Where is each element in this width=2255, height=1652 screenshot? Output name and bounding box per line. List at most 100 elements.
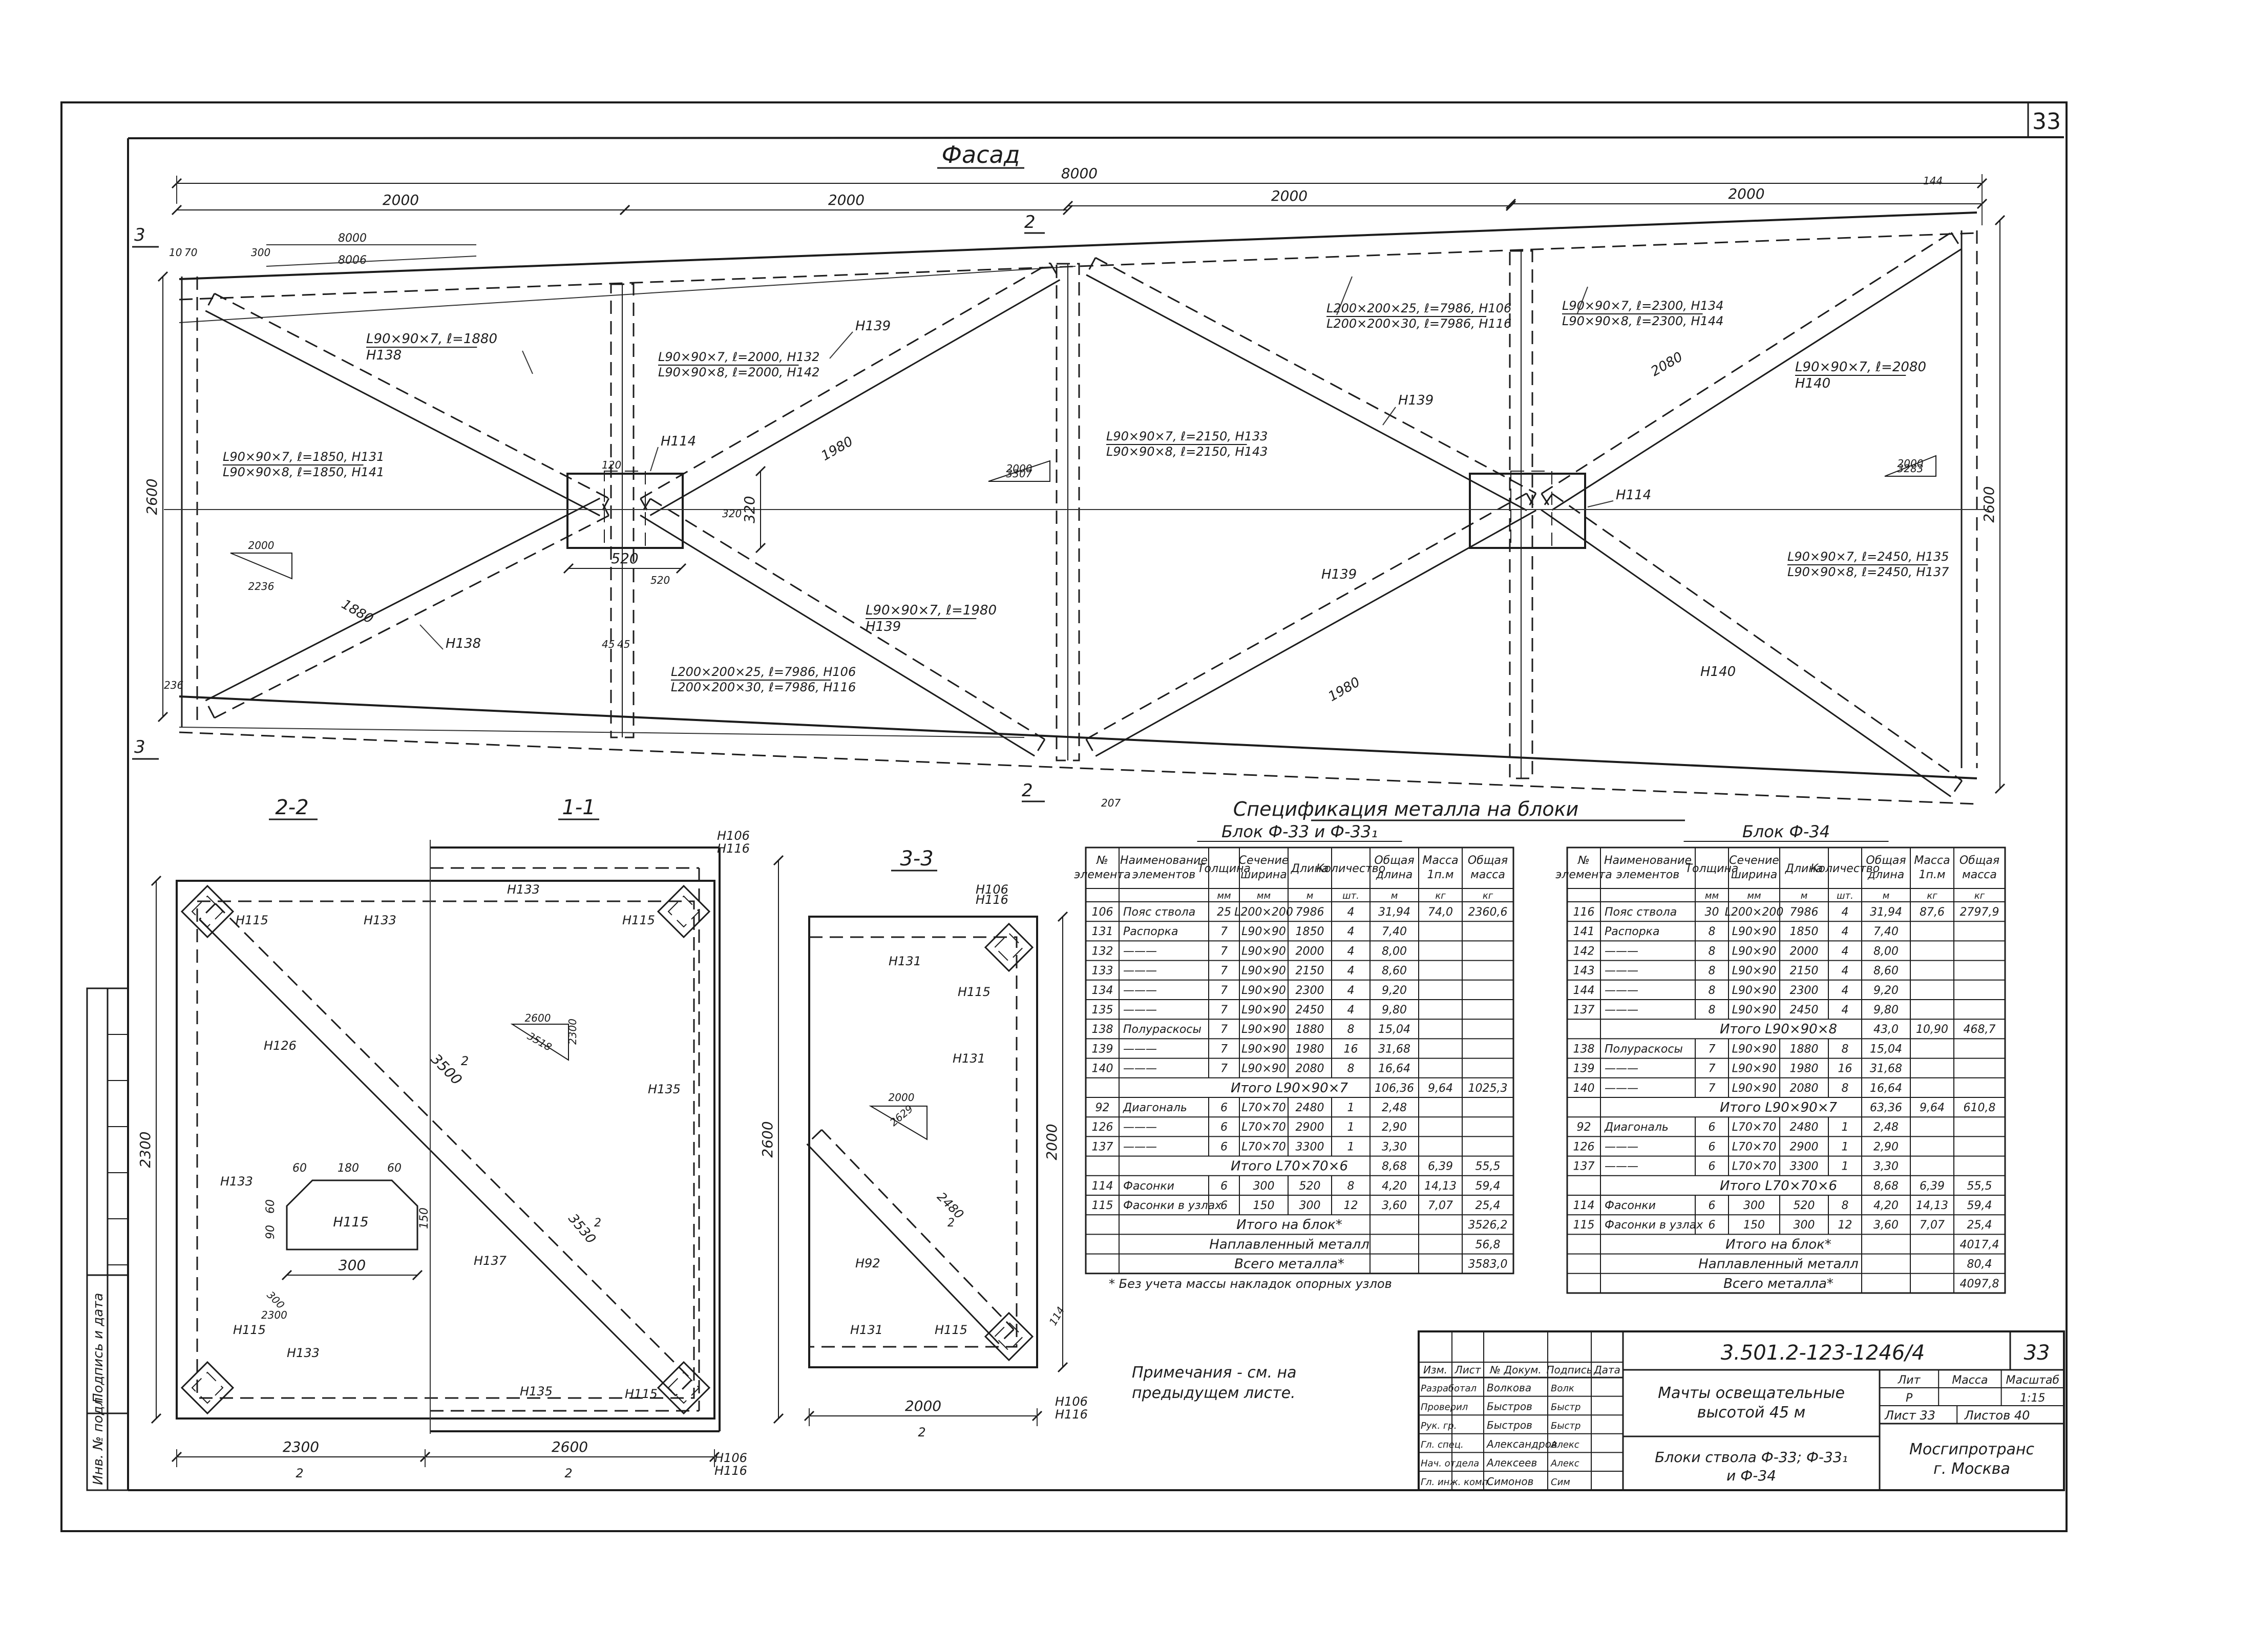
spec-table-1-row-16-col-8: 7,07 — [1428, 1199, 1453, 1212]
spec-table-1-row-16-col-9: 25,4 — [1476, 1199, 1501, 1212]
spec-table-2-row-2-col-4: L90×90 — [1732, 925, 1777, 938]
diagonal-1-hidden-edge — [214, 292, 609, 499]
spec-table-2-row-4-col-7: 8,60 — [1873, 965, 1899, 978]
diagonal-6-end — [1526, 493, 1537, 511]
diagonal-3-edge — [649, 279, 1061, 516]
spec-table-2-row-17-col-6: 12 — [1838, 1219, 1852, 1232]
spec-table-2-row-4-col-4: L90×90 — [1732, 965, 1777, 978]
spec-table-2-row-16-col-5: 520 — [1794, 1199, 1815, 1212]
mark-3-3-3: Н131 — [889, 954, 921, 968]
spec-table-1-row-14-col-7: 8,68 — [1382, 1160, 1407, 1173]
spec-table-2-row-9-col-6: 16 — [1838, 1063, 1852, 1075]
node-width-dim-value: 520 — [611, 550, 638, 567]
spec-table-2-row-9-col-2: ——— — [1605, 1063, 1638, 1075]
spec-table-2-row-5-col-3: 8 — [1709, 984, 1716, 997]
top-chord-inner-line — [179, 266, 1076, 323]
member-mark-7: Н140 — [1700, 664, 1736, 680]
spec-table-2-row-10-col-1: 140 — [1573, 1082, 1595, 1095]
spec-table-2-row-1-col-6: 4 — [1842, 906, 1849, 919]
spec-table-1-header-8: Масса — [1422, 854, 1458, 867]
callout-134-line2: L90×90×8, ℓ=2300, Н144 — [1562, 314, 1723, 328]
spec-table-1-row-12-col-7: 2,90 — [1382, 1121, 1407, 1134]
diagonal-1-end — [204, 293, 216, 311]
section-3-3-diagonal-edge — [806, 1143, 1000, 1344]
spec-table-1-header-8-b: 1п.м — [1427, 869, 1454, 881]
leader — [829, 331, 853, 359]
spec-table-1-row-7-col-6: 8 — [1347, 1023, 1355, 1036]
dim-tick — [755, 542, 766, 554]
callout-140-line2: Н140 — [1795, 376, 1830, 391]
spec-table-2-row-16-col-9: 59,4 — [1967, 1199, 1992, 1212]
spec-table-1-row-15-col-5: 520 — [1299, 1180, 1321, 1193]
callout-139-line1: L90×90×7, ℓ=1980 — [866, 603, 997, 618]
spec-table-1-row-1-col-5: 7986 — [1296, 906, 1324, 919]
diagonal-3-end — [1049, 262, 1061, 281]
spec-table-2-header-8-b: 1п.м — [1919, 869, 1946, 881]
spec-table-1-unit-7: м — [1391, 891, 1398, 901]
spec-table-1-header-2-b: элементов — [1132, 869, 1195, 881]
spec-table-2-row-15-col-9: 55,5 — [1967, 1180, 1992, 1193]
node-plate-left — [566, 473, 684, 549]
spec-table-2-row-17-col-3: 6 — [1709, 1219, 1716, 1232]
signer-name-6: Симонов — [1487, 1475, 1533, 1488]
signer-role-5: Нач. отдела — [1421, 1458, 1479, 1469]
spec-table-1-row-5-col-3: 7 — [1220, 984, 1228, 997]
spec-table-2-row-14-col-3: 6 — [1709, 1160, 1716, 1173]
spec-table-1-row-8-col-1: 139 — [1092, 1043, 1113, 1055]
section-1-1-height-value: 2600 — [759, 1121, 776, 1157]
spec-table-1-unit-8: кг — [1435, 891, 1446, 901]
spec-table-2-row-1-col-7: 31,94 — [1870, 906, 1902, 919]
dim-tick — [1505, 198, 1516, 209]
spec-table-1-row-2-col-6: 4 — [1347, 925, 1355, 938]
slope-2-2-b: 3518 — [525, 1030, 554, 1053]
spec-table-2-row-9-col-1: 139 — [1573, 1063, 1595, 1075]
title-sheet-label: Лист 33 — [1884, 1408, 1935, 1423]
section-3-3-diagonal-end — [806, 1129, 823, 1145]
diag-2-2-halving: 2 — [461, 1054, 469, 1068]
facade-segment-dim-3-value: 2000 — [1271, 187, 1308, 204]
dim-tick — [157, 711, 168, 723]
spec-table-2-row-7-col-7: 43,0 — [1873, 1023, 1899, 1036]
diag-2-2-length: 3500 — [428, 1050, 466, 1088]
spec-table-2-unit-4: мм — [1747, 891, 1761, 901]
spec-table-2-row-17-col-2: Фасонки в узлах — [1605, 1219, 1703, 1232]
spec-table-2-header-1: № — [1577, 854, 1590, 867]
dim-tick — [171, 204, 182, 216]
spec-table-1-row-8-col-6: 16 — [1344, 1043, 1358, 1055]
spec-table-1-row-8-col-2: ——— — [1123, 1043, 1157, 1055]
spec-table-2-row-12-col-7: 2,48 — [1873, 1121, 1899, 1134]
spec-table-1-row-3-col-5: 2000 — [1296, 945, 1324, 958]
spec-table-1-header-3: Толщина — [1197, 862, 1251, 875]
top-offset-1: 8000 — [338, 232, 367, 245]
spec-table-1-row-4-col-3: 7 — [1220, 965, 1228, 978]
gusset-top-dim-1: 60 — [292, 1162, 307, 1175]
spec-table-1-row-1-col-6: 4 — [1347, 906, 1355, 919]
spec-table-2-row-10-col-7: 16,64 — [1870, 1082, 1902, 1095]
spec-table-1-row-13-col-2: ——— — [1123, 1140, 1157, 1153]
small-dim-3: 120 — [602, 459, 621, 471]
spec-table-1-row-12-col-1: 126 — [1092, 1121, 1113, 1134]
spec-table-2-row-10-col-5: 2080 — [1790, 1082, 1819, 1095]
spec-table-1-row-6-col-4: L90×90 — [1241, 1004, 1286, 1016]
spec-table-1-row-8-col-5: 1980 — [1296, 1043, 1324, 1055]
gusset-bottom-dim-value: 300 — [339, 1257, 366, 1274]
spec-table-2-row-13-col-2: ——— — [1605, 1140, 1638, 1153]
slope-triangle-3 — [1884, 455, 1936, 477]
member-mark-4: Н139 — [1398, 393, 1434, 408]
spec-table-1-row-1-col-3: 25 — [1217, 906, 1231, 919]
spec-table-1-row-15-col-7: 4,20 — [1382, 1180, 1407, 1193]
sig-header-3: № Докум. — [1489, 1364, 1541, 1376]
dim-tick — [151, 1413, 162, 1424]
spec-table-1-row-6-col-5: 2450 — [1296, 1004, 1324, 1016]
spec-table-2-unit-6: шт. — [1837, 891, 1853, 901]
signer-name-2: Быстров — [1487, 1401, 1532, 1413]
dim-tick — [773, 855, 784, 866]
callout-chord-top-line2: L200×200×30, ℓ=7986, Н116 — [1326, 316, 1511, 331]
spec-table-2-row-14-col-4: L70×70 — [1732, 1160, 1777, 1173]
spec-table-2-row-1-col-5: 7986 — [1790, 906, 1819, 919]
facade-segment-dim-4-value: 2000 — [1728, 185, 1764, 202]
diagonal-7-end — [1950, 232, 1963, 249]
bottom-chord-inner-line — [179, 727, 1025, 738]
